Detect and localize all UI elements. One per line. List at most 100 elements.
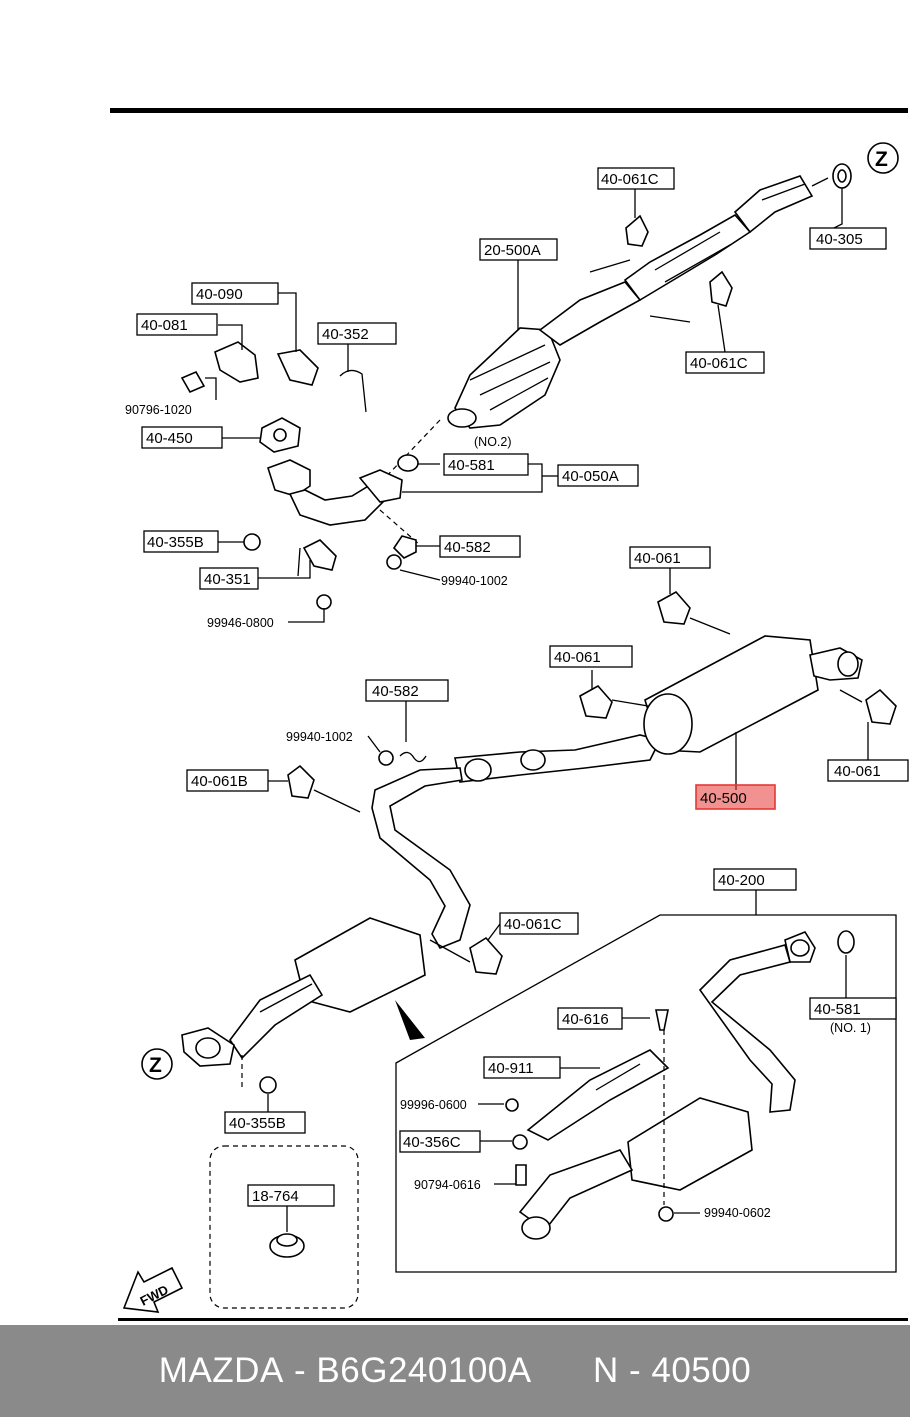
callout-box (365, 679, 449, 702)
callout-label: 18-764 (252, 1188, 299, 1205)
parts-artwork (180, 163, 897, 1309)
callout-label: 40-061C (601, 171, 659, 188)
callout-label: 40-356C (403, 1134, 461, 1151)
callout-40-061-b[interactable]: 40-061 (549, 645, 633, 668)
callout-label: 40-200 (718, 872, 765, 889)
callout-label: 40-450 (146, 430, 193, 447)
callout-box (549, 645, 633, 668)
callout-label: 40-911 (488, 1060, 534, 1077)
callout-box (809, 997, 897, 1020)
footer-separator: - (628, 1351, 642, 1390)
callout-40-582-upper[interactable]: 40-582 (439, 535, 521, 558)
callout-40-090[interactable]: 40-090 (191, 282, 279, 305)
callout-label: 40-081 (141, 317, 188, 334)
callout-40-911[interactable]: 40-911 (483, 1056, 561, 1079)
callout-40-500-highlighted[interactable]: 40-500 (695, 784, 776, 810)
callout-40-050A[interactable]: 40-050A (557, 464, 639, 487)
top-rule (110, 108, 908, 113)
callout-40-061C-right[interactable]: 40-061C (685, 351, 765, 374)
callout-40-200[interactable]: 40-200 (713, 868, 797, 891)
callout-label: 40-352 (322, 326, 369, 343)
ref-number: 40500 (651, 1351, 752, 1390)
brand-name: MAZDA (158, 1351, 284, 1390)
callout-box (443, 453, 529, 476)
callout-40-356C[interactable]: 40-356C (399, 1130, 481, 1153)
callout-box (199, 567, 259, 590)
callout-label: 40-050A (562, 468, 619, 485)
callout-box (483, 1056, 561, 1079)
callout-box (629, 546, 711, 569)
callout-label: 40-061 (554, 649, 601, 666)
callout-label: 40-355B (147, 534, 204, 551)
part-number-label: 99940-0602 (704, 1206, 771, 1220)
callout-40-061-c[interactable]: 40-061 (827, 759, 909, 782)
callout-box (141, 426, 223, 449)
callout-box (186, 769, 269, 792)
callout-label: 40-500 (700, 790, 747, 807)
callout-box-highlight (695, 784, 776, 810)
z-marker-top: Z (867, 142, 899, 174)
callout-label: 40-582 (444, 539, 491, 556)
callout-box (143, 530, 219, 553)
plain-labels: 90796-1020 (NO.2) 99940-1002 99946-0800 … (125, 403, 871, 1220)
callout-label: 40-061 (834, 763, 881, 780)
part-number-label: 90794-0616 (414, 1178, 481, 1192)
ref-prefix: N (592, 1351, 619, 1390)
callout-box (399, 1130, 481, 1153)
callout-box (809, 227, 887, 250)
callout-label: 40-305 (816, 231, 863, 248)
callout-box (317, 322, 397, 345)
exhaust-system-diagram: 40-061C 40-305 20-500A 40-061C 40-090 40… (110, 108, 909, 1321)
callout-box (557, 1007, 623, 1030)
callout-label: 40-581 (448, 457, 495, 474)
z-marker-letter: Z (875, 148, 888, 171)
part-number-label: 99996-0600 (400, 1098, 467, 1112)
callout-40-450[interactable]: 40-450 (141, 426, 223, 449)
callout-40-061C-top[interactable]: 40-061C (597, 167, 675, 190)
callout-40-581-upper[interactable]: 40-581 (443, 453, 529, 476)
callout-40-355B-lower[interactable]: 40-355B (224, 1111, 306, 1134)
arrow-marker (395, 1000, 425, 1040)
callout-18-764[interactable]: 18-764 (247, 1184, 335, 1207)
callout-box (597, 167, 675, 190)
callout-box (479, 238, 558, 261)
callout-label: 40-351 (204, 571, 251, 588)
callout-40-061C-lower[interactable]: 40-061C (499, 912, 579, 935)
callout-label: 40-581 (814, 1001, 861, 1018)
callout-40-582-lower[interactable]: 40-582 (365, 679, 449, 702)
callout-40-355B-upper[interactable]: 40-355B (143, 530, 219, 553)
note-label: (NO.2) (474, 435, 512, 449)
part-number: B6G240100A (316, 1351, 532, 1390)
callout-box (713, 868, 797, 891)
callout-label: 40-355B (229, 1115, 286, 1132)
callout-box (247, 1184, 335, 1207)
callout-box (827, 759, 909, 782)
callout-box (499, 912, 579, 935)
callout-40-581-lower[interactable]: 40-581 (809, 997, 897, 1020)
callout-40-351[interactable]: 40-351 (199, 567, 259, 590)
fwd-arrow: FWD (122, 1266, 184, 1313)
callout-40-352[interactable]: 40-352 (317, 322, 397, 345)
part-number-label: 99940-1002 (441, 574, 508, 588)
callout-box (685, 351, 765, 374)
callout-40-616[interactable]: 40-616 (557, 1007, 623, 1030)
callout-40-305[interactable]: 40-305 (809, 227, 887, 250)
callout-40-061-a[interactable]: 40-061 (629, 546, 711, 569)
callout-label: 40-616 (562, 1011, 609, 1028)
callout-40-061B[interactable]: 40-061B (186, 769, 269, 792)
callout-label: 40-061B (191, 773, 248, 790)
part-number-label: 99940-1002 (286, 730, 353, 744)
bottom-rule (118, 1318, 908, 1321)
callout-label: 40-090 (196, 286, 243, 303)
callout-label: 40-582 (372, 683, 419, 700)
callout-label: 20-500A (484, 242, 541, 259)
callout-box (557, 464, 639, 487)
callout-label: 40-061C (690, 355, 748, 372)
callout-box (136, 313, 218, 336)
footer-separator: - (294, 1351, 307, 1390)
callout-20-500A[interactable]: 20-500A (479, 238, 558, 261)
callout-label: 40-061C (504, 916, 562, 933)
callout-40-081[interactable]: 40-081 (136, 313, 218, 336)
part-number-label: 90796-1020 (125, 403, 192, 417)
part-number-label: 99946-0800 (207, 616, 274, 630)
